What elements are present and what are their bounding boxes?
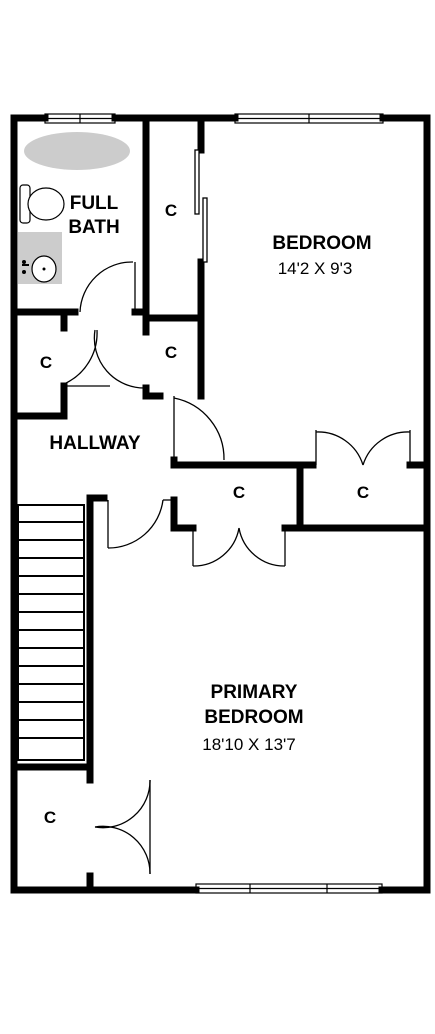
door-stair-closet-double: [94, 779, 151, 875]
primary-bedroom-label-line1: PRIMARY: [211, 682, 298, 703]
toilet-icon: [19, 184, 65, 224]
door-hall-closet-left: [63, 329, 110, 387]
closet-label-primary: C: [233, 483, 245, 502]
closet-label-hall-right: C: [165, 343, 177, 362]
closet-label-bath-side: C: [165, 201, 177, 220]
stairs: [17, 504, 85, 761]
bath-fixtures: [18, 132, 130, 284]
bathtub-icon: [24, 132, 130, 170]
door-bedroom: [173, 396, 225, 461]
bath-label-line1: FULL: [70, 193, 119, 214]
primary-bedroom-dimensions: 18'10 X 13'7: [202, 735, 295, 754]
closet-label-stair: C: [44, 808, 56, 827]
labels: FULL BATH BEDROOM 14'2 X 9'3 HALLWAY PRI…: [40, 193, 372, 827]
primary-bedroom-label-line2: BEDROOM: [204, 707, 303, 728]
sliding-doors-bedroom-closet: [194, 149, 208, 263]
hallway-label: HALLWAY: [49, 433, 140, 454]
window-bath: [44, 113, 116, 124]
walls: [10, 114, 431, 894]
door-bath: [79, 261, 136, 313]
closet-label-hall-left: C: [40, 353, 52, 372]
window-bedroom: [234, 113, 384, 124]
bedroom-dimensions: 14'2 X 9'3: [278, 259, 353, 278]
doors: [63, 149, 411, 875]
door-hall-closet-right: [93, 329, 147, 389]
door-bedroom-closet-double: [315, 430, 411, 466]
door-primary-closet-double: [192, 527, 286, 567]
door-primary-bedroom: [107, 499, 174, 549]
faucet-icon: [22, 260, 29, 274]
window-primary-bedroom: [195, 883, 383, 894]
bath-label-line2: BATH: [68, 217, 119, 238]
closet-label-bedroom: C: [357, 483, 369, 502]
bedroom-label: BEDROOM: [272, 233, 371, 254]
